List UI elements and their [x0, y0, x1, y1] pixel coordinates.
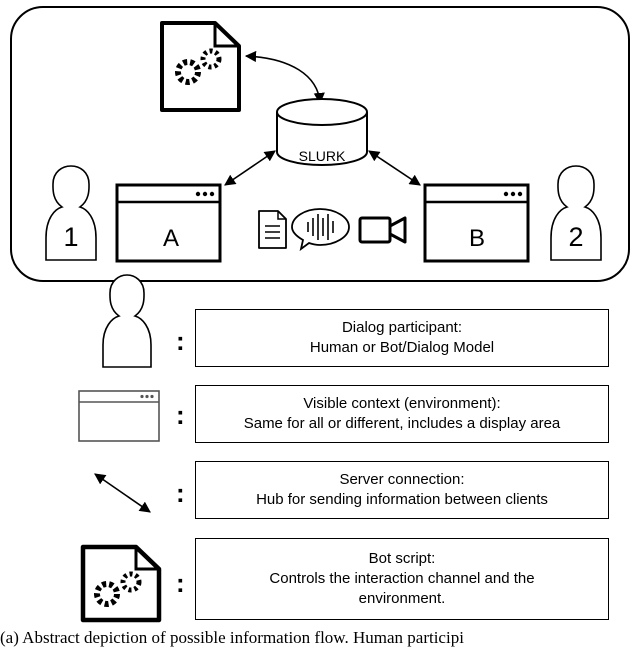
legend-participant-title: Dialog participant: [341, 319, 463, 336]
connection-arrow-server-a [224, 150, 276, 186]
legend-separator-1: : [176, 326, 185, 356]
system-frame [10, 6, 630, 282]
legend-context-box: Visible context (environment): Same for … [195, 385, 609, 443]
window-a-label: A [163, 225, 179, 252]
legend-window-icon [78, 390, 160, 442]
speech-audio-icon [291, 208, 350, 252]
legend-bot-script-icon [80, 544, 162, 623]
participant-1-number: 1 [63, 222, 78, 252]
legend-connection-box: Server connection: Hub for sending infor… [195, 461, 609, 519]
legend-participant-icon [102, 274, 152, 368]
legend-separator-4: : [176, 568, 185, 598]
window-b-label: B [469, 225, 485, 252]
legend-context-title: Visible context (environment): [303, 395, 501, 412]
legend-bot-box: Bot script: Controls the interaction cha… [195, 538, 609, 620]
legend-connection-title: Server connection: [339, 471, 465, 488]
server-label: SLURK [299, 148, 346, 164]
video-camera-icon [358, 216, 407, 244]
bot-script-icon [160, 21, 241, 112]
document-icon [258, 210, 287, 249]
participant-2-icon [550, 165, 602, 261]
participant-2-number: 2 [568, 222, 583, 252]
legend-participant-description: Human or Bot/Dialog Model [309, 339, 495, 356]
legend-separator-2: : [176, 400, 185, 430]
window-a-icon [115, 183, 222, 263]
legend-bot-title: Bot script: [368, 550, 436, 567]
legend-participant-box: Dialog participant: Human or Bot/Dialog … [195, 309, 609, 367]
legend-context-description: Same for all or different, includes a di… [243, 415, 561, 432]
connection-arrow-server-b [368, 150, 421, 186]
participant-1-icon [45, 165, 97, 261]
window-b-icon [423, 183, 530, 263]
figure-caption: (a) Abstract depiction of possible infor… [0, 628, 464, 647]
legend-bot-description-line-1: Controls the interaction channel and the [269, 570, 535, 587]
slurk-server-icon [276, 98, 368, 166]
legend-connection-arrow [94, 473, 151, 513]
connection-arrow-bot-server [244, 50, 325, 105]
legend-separator-3: : [176, 478, 185, 508]
legend-connection-description: Hub for sending information between clie… [256, 491, 548, 508]
legend-bot-description-line-2: environment. [358, 590, 446, 607]
